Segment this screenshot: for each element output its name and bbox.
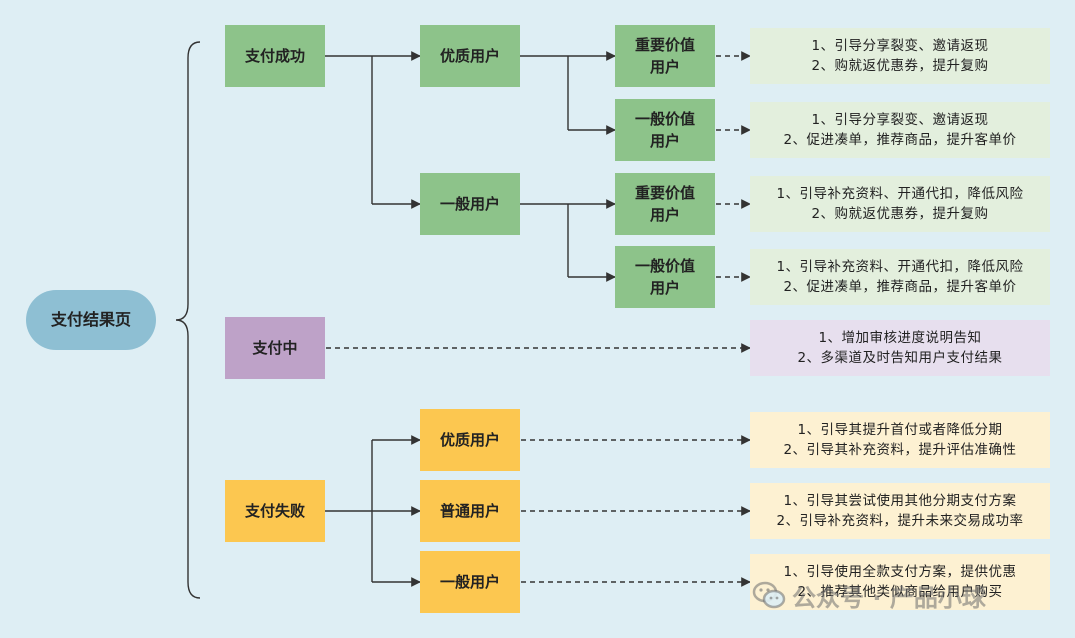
note-line: 1、引导补充资料、开通代扣，降低风险 (776, 259, 1024, 275)
note-line: 2、促进凑单，推荐商品，提升客单价 (783, 132, 1017, 148)
node-label-line: 重要价值 (634, 36, 695, 54)
node-label-line: 用户 (649, 58, 680, 76)
note-success-premium-general: 1、引导分享裂变、邀请返现 2、促进凑单，推荐商品，提升客单价 (750, 102, 1050, 158)
node-sp-important-value-user: 重要价值 用户 (615, 25, 715, 87)
watermark: 公众号 · 产品小球 (752, 572, 1052, 618)
note-line: 2、多渠道及时告知用户支付结果 (797, 350, 1003, 366)
node-payment-success: 支付成功 (225, 25, 325, 87)
root-node-payment-result: 支付结果页 (26, 290, 156, 350)
note-line: 2、购就返优惠券，提升复购 (811, 206, 989, 222)
node-label-line: 一般价值 (634, 110, 695, 128)
watermark-text: 公众号 · 产品小球 (792, 583, 986, 612)
note-fail-general: 1、引导使用全款支付方案，提供优惠 2、推荐其他类似商品给用户购买 (750, 554, 1050, 610)
note-line: 2、购就返优惠券，提升复购 (811, 58, 989, 74)
root-brace (175, 41, 201, 599)
note-line: 2、引导补充资料，提升未来交易成功率 (776, 513, 1024, 529)
node-fail-normal-user: 普通用户 (420, 480, 520, 542)
node-sg-general-value-user: 一般价值 用户 (615, 246, 715, 308)
node-label-line: 一般价值 (634, 257, 695, 275)
node-fail-premium-user: 优质用户 (420, 409, 520, 471)
note-payment-pending: 1、增加审核进度说明告知 2、多渠道及时告知用户支付结果 (750, 320, 1050, 376)
note-line: 1、引导其尝试使用其他分期支付方案 (783, 493, 1017, 509)
note-line: 2、引导其补充资料，提升评估准确性 (783, 442, 1017, 458)
node-payment-pending: 支付中 (225, 317, 325, 379)
node-fail-general-user: 一般用户 (420, 551, 520, 613)
node-label-line: 用户 (649, 132, 680, 150)
note-line: 1、引导其提升首付或者降低分期 (797, 422, 1003, 438)
note-line: 1、增加审核进度说明告知 (818, 330, 982, 346)
node-label-line: 用户 (649, 206, 680, 224)
note-success-premium-important: 1、引导分享裂变、邀请返现 2、购就返优惠券，提升复购 (750, 28, 1050, 84)
node-sg-important-value-user: 重要价值 用户 (615, 173, 715, 235)
note-success-general-general: 1、引导补充资料、开通代扣，降低风险 2、促进凑单，推荐商品，提升客单价 (750, 249, 1050, 305)
note-line: 2、促进凑单，推荐商品，提升客单价 (783, 279, 1017, 295)
note-line: 1、引导分享裂变、邀请返现 (811, 112, 989, 128)
note-line: 1、引导补充资料、开通代扣，降低风险 (776, 186, 1024, 202)
note-fail-normal: 1、引导其尝试使用其他分期支付方案 2、引导补充资料，提升未来交易成功率 (750, 483, 1050, 539)
node-payment-failed: 支付失败 (225, 480, 325, 542)
note-line: 1、引导使用全款支付方案，提供优惠 (783, 564, 1017, 580)
note-success-general-important: 1、引导补充资料、开通代扣，降低风险 2、购就返优惠券，提升复购 (750, 176, 1050, 232)
note-line: 2、推荐其他类似商品给用户购买 (797, 584, 1003, 600)
node-label-line: 用户 (649, 279, 680, 297)
note-fail-premium: 1、引导其提升首付或者降低分期 2、引导其补充资料，提升评估准确性 (750, 412, 1050, 468)
note-line: 1、引导分享裂变、邀请返现 (811, 38, 989, 54)
node-success-general-user: 一般用户 (420, 173, 520, 235)
node-label-line: 重要价值 (634, 184, 695, 202)
node-sp-general-value-user: 一般价值 用户 (615, 99, 715, 161)
node-success-premium-user: 优质用户 (420, 25, 520, 87)
wechat-icon (752, 578, 786, 612)
